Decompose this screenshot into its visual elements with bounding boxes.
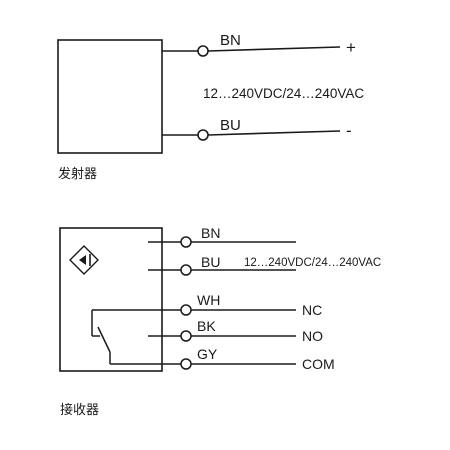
receiver-terminal-no: NO xyxy=(302,328,323,344)
receiver-terminal-gy xyxy=(180,358,192,370)
receiver-terminal-wh xyxy=(180,304,192,316)
emitter-wire-bu xyxy=(207,130,341,136)
emitter-terminal-minus: - xyxy=(346,121,352,140)
emitter-terminal-bn xyxy=(197,45,209,57)
receiver-body xyxy=(59,227,163,372)
emitter-terminal-plus: + xyxy=(346,38,356,57)
emitter-wire-bn xyxy=(207,46,341,52)
receiver-section: BN BU 12…240VDC/24…240VAC WH NC BK NO GY… xyxy=(59,225,381,417)
receiver-terminal-bk xyxy=(180,330,192,342)
receiver-terminal-bn xyxy=(180,236,192,248)
emitter-wire-bu-label: BU xyxy=(220,117,241,134)
emitter-caption: 发射器 xyxy=(58,166,97,181)
receiver-wire-wh-label: WH xyxy=(197,292,220,308)
emitter-body xyxy=(57,39,163,154)
receiver-wire-gy-label: GY xyxy=(197,346,218,362)
receiver-wire-bu-label: BU xyxy=(201,254,220,270)
relay-switch-icon xyxy=(91,310,111,364)
receiver-sensor-icon xyxy=(69,245,99,275)
receiver-wire-bn-label: BN xyxy=(201,225,220,241)
emitter-terminal-bu xyxy=(197,129,209,141)
receiver-caption: 接收器 xyxy=(60,402,99,417)
emitter-supply-label: 12…240VDC/24…240VAC xyxy=(203,86,364,101)
receiver-supply-label: 12…240VDC/24…240VAC xyxy=(244,257,381,269)
emitter-wire-bn-label: BN xyxy=(220,32,241,49)
receiver-terminal-com: COM xyxy=(302,356,335,372)
receiver-terminal-nc: NC xyxy=(302,302,322,318)
receiver-wire-bk-label: BK xyxy=(197,318,216,334)
emitter-section: BN + 12…240VDC/24…240VAC BU - 发射器 xyxy=(57,32,364,181)
receiver-terminal-bu xyxy=(180,264,192,276)
